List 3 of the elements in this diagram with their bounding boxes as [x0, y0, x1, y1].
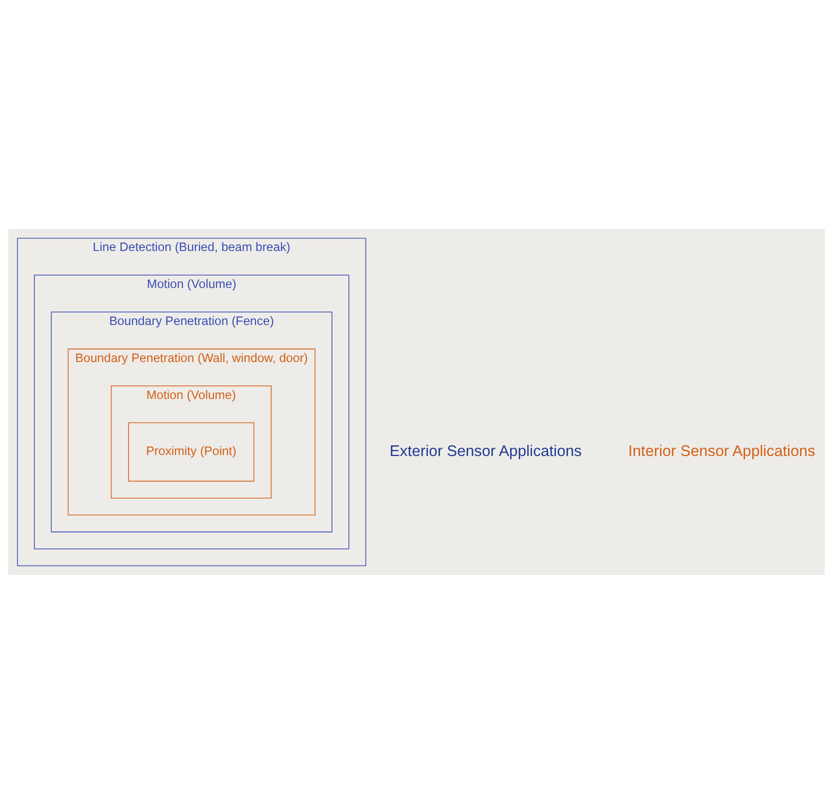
node-box: Proximity (Point) — [128, 422, 254, 482]
legend-label: Exterior Sensor Applications — [390, 442, 582, 460]
legend-label: Interior Sensor Applications — [628, 442, 816, 460]
